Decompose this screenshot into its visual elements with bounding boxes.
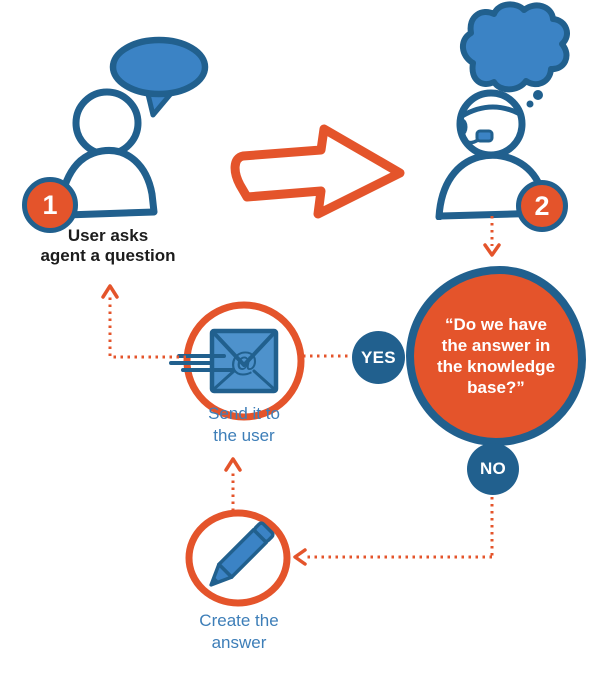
step1-label: User asks agent a question (40, 226, 176, 265)
at-symbol-icon: @ (230, 346, 257, 377)
thought-cloud-icon (460, 1, 570, 108)
create-circle-outline (185, 509, 291, 607)
step1-badge: 1 (22, 177, 78, 233)
speech-bubble-icon (109, 36, 209, 118)
arrowhead-down-icon (483, 243, 501, 257)
arrowhead-left-icon (293, 548, 307, 566)
decision-question: “Do we have the answer in the knowledge … (436, 315, 556, 397)
arrowhead-up-left-icon (101, 284, 119, 299)
send-label: Send it to the user (208, 404, 280, 445)
step2-badge-number: 2 (534, 190, 550, 221)
agent-figure (435, 1, 570, 220)
envelope-icon: @ (209, 328, 279, 394)
yes-badge-text: YES (361, 347, 396, 367)
headset-arm-icon (461, 133, 480, 145)
transition-arrow-icon (230, 124, 405, 219)
create-node (185, 509, 291, 607)
yes-badge: YES (352, 331, 405, 384)
step2-badge: 2 (516, 180, 568, 232)
no-badge-text: NO (479, 459, 507, 478)
create-label: Create the answer (199, 611, 279, 652)
headset-band-icon (459, 104, 523, 119)
headset-earpiece-icon (458, 119, 468, 135)
pencil-icon (209, 521, 275, 587)
headset-mic-icon (475, 129, 494, 143)
arrowhead-up-icon (224, 457, 242, 472)
step1-badge-number: 1 (42, 189, 58, 220)
no-badge: NO (467, 443, 519, 495)
decision-circle: “Do we have the answer in the knowledge … (406, 266, 586, 446)
line-envelope-to-step1 (108, 294, 186, 359)
